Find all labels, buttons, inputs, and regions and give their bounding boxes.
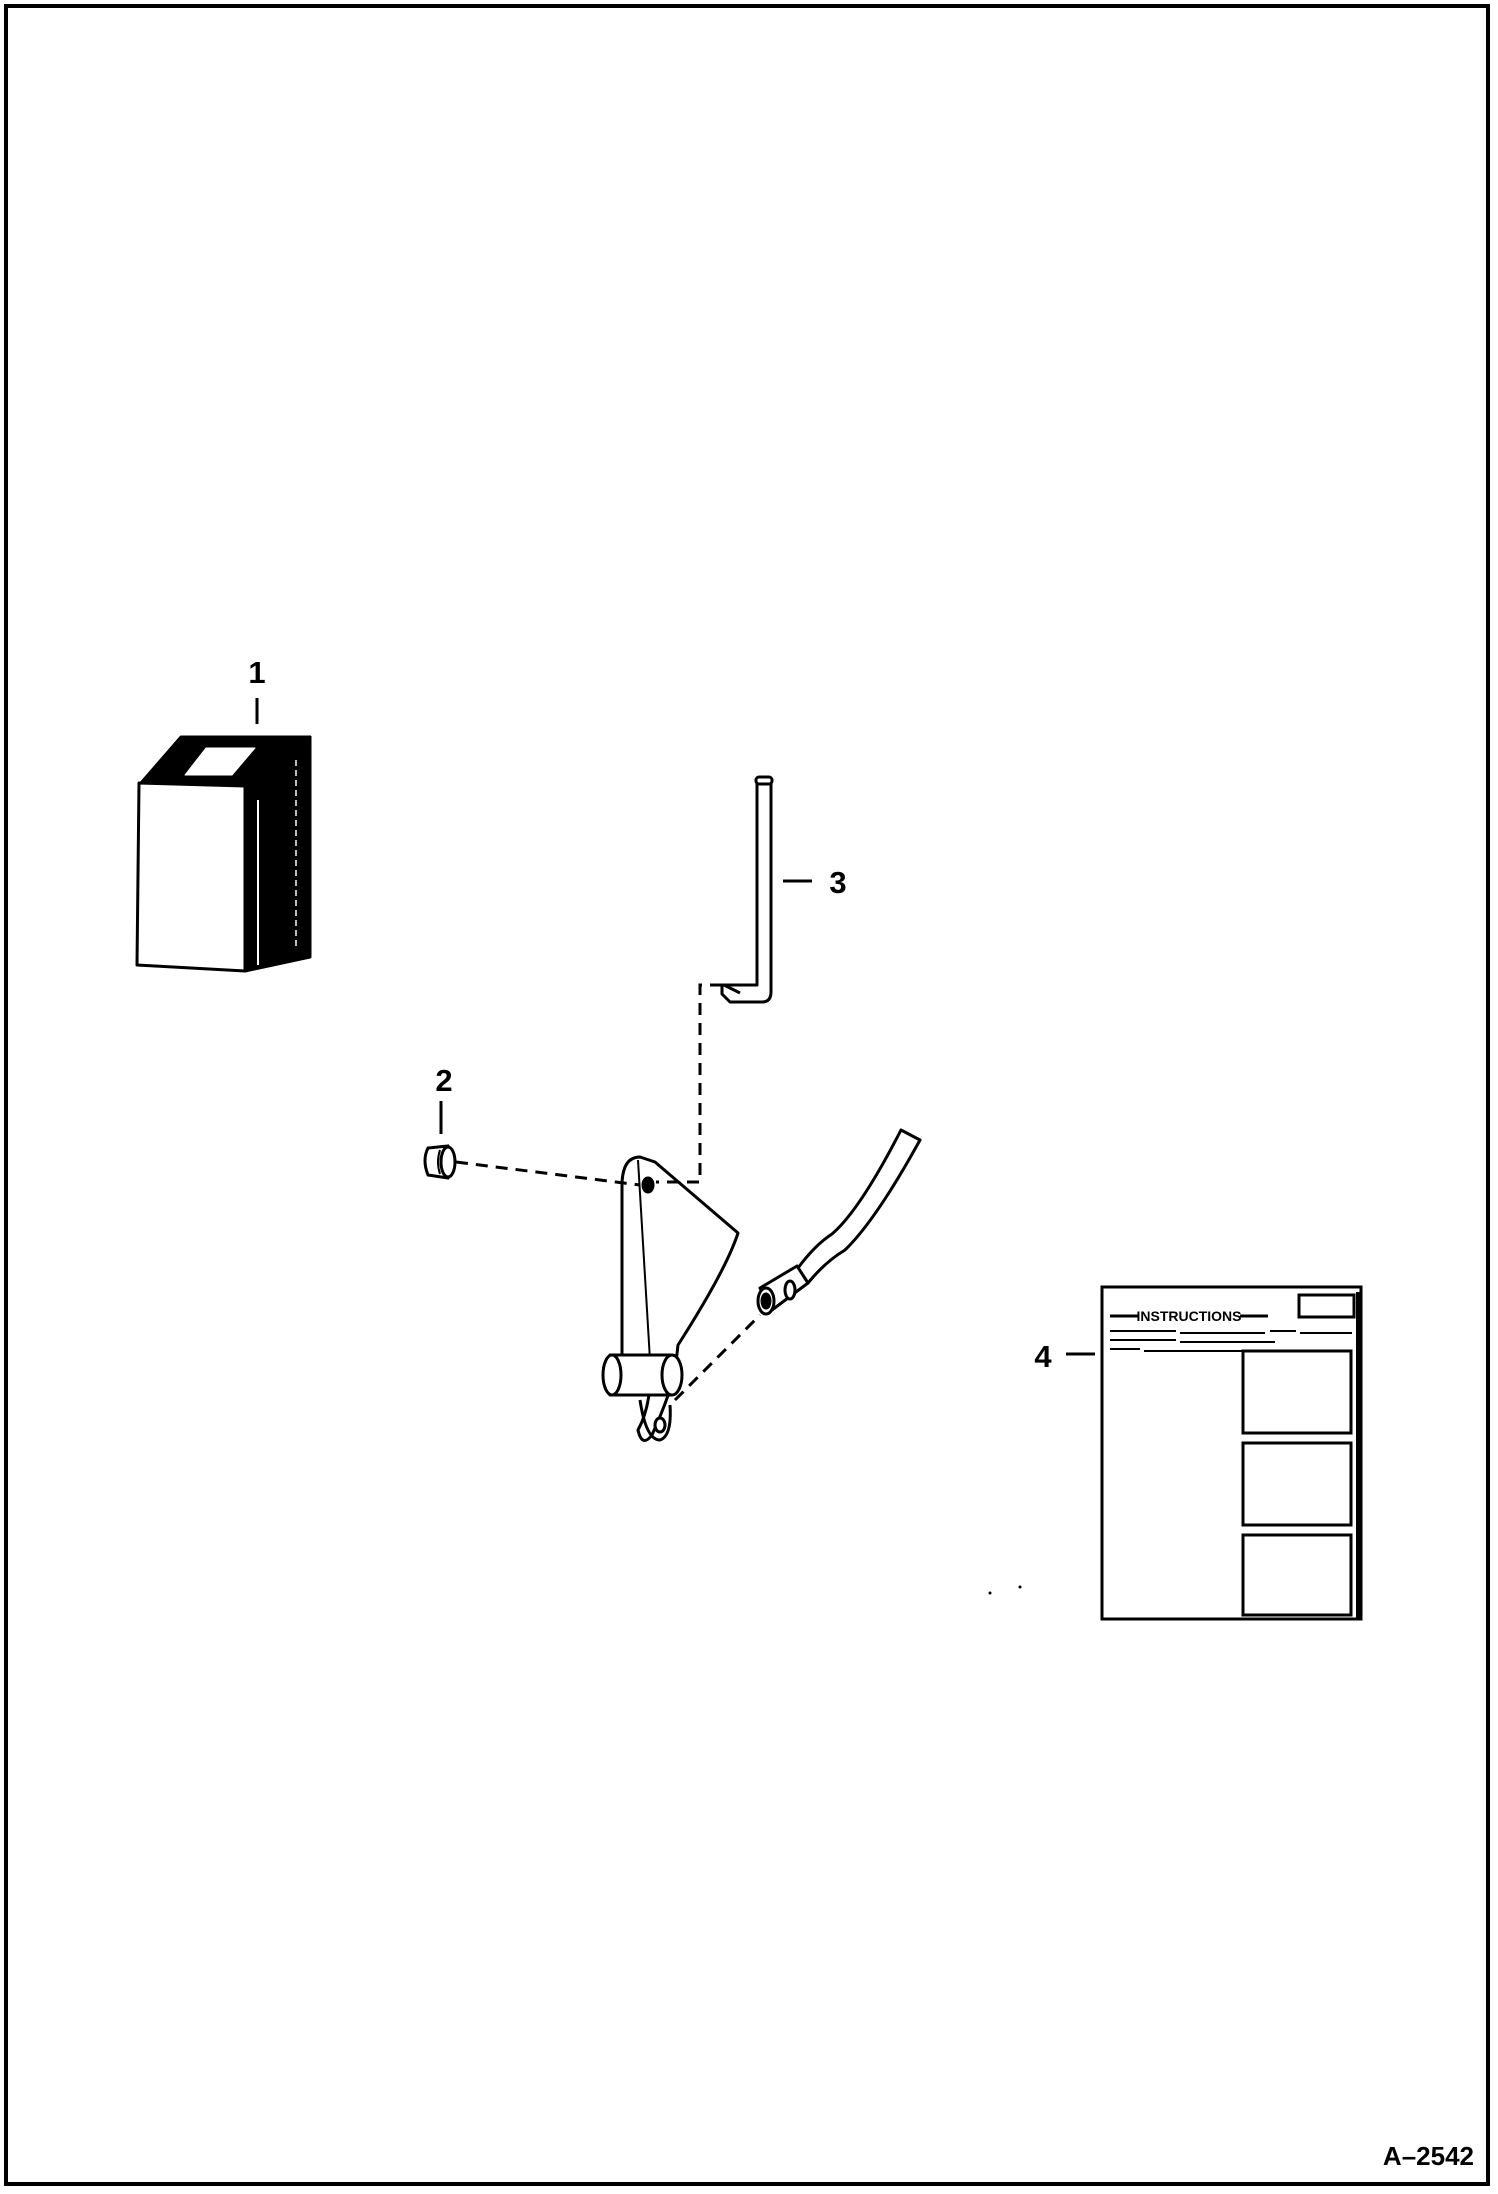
instruction-sheet-title: INSTRUCTIONS — [1137, 1308, 1242, 1324]
instruction-panel-1 — [1241, 1349, 1353, 1435]
leader-lines — [255, 698, 1095, 1356]
instruction-panel-2 — [1241, 1441, 1353, 1527]
throttle-arm — [756, 1128, 922, 1316]
lever-bracket — [601, 1155, 740, 1442]
part-4-instruction-sheet: INSTRUCTIONS — [1100, 1285, 1363, 1621]
callout-1: 1 — [248, 655, 265, 690]
part-2-bushing — [423, 1144, 457, 1180]
callout-3: 3 — [829, 865, 846, 900]
part-3-rod — [720, 775, 774, 1004]
part-1-box — [135, 735, 312, 973]
figure-id: A–2542 — [1383, 2141, 1474, 2171]
drawing-frame — [4, 4, 1490, 2186]
instruction-panel-3 — [1241, 1533, 1353, 1617]
callout-4: 4 — [1034, 1339, 1052, 1374]
callout-2: 2 — [435, 1063, 452, 1098]
assembly-lines — [455, 983, 762, 1402]
